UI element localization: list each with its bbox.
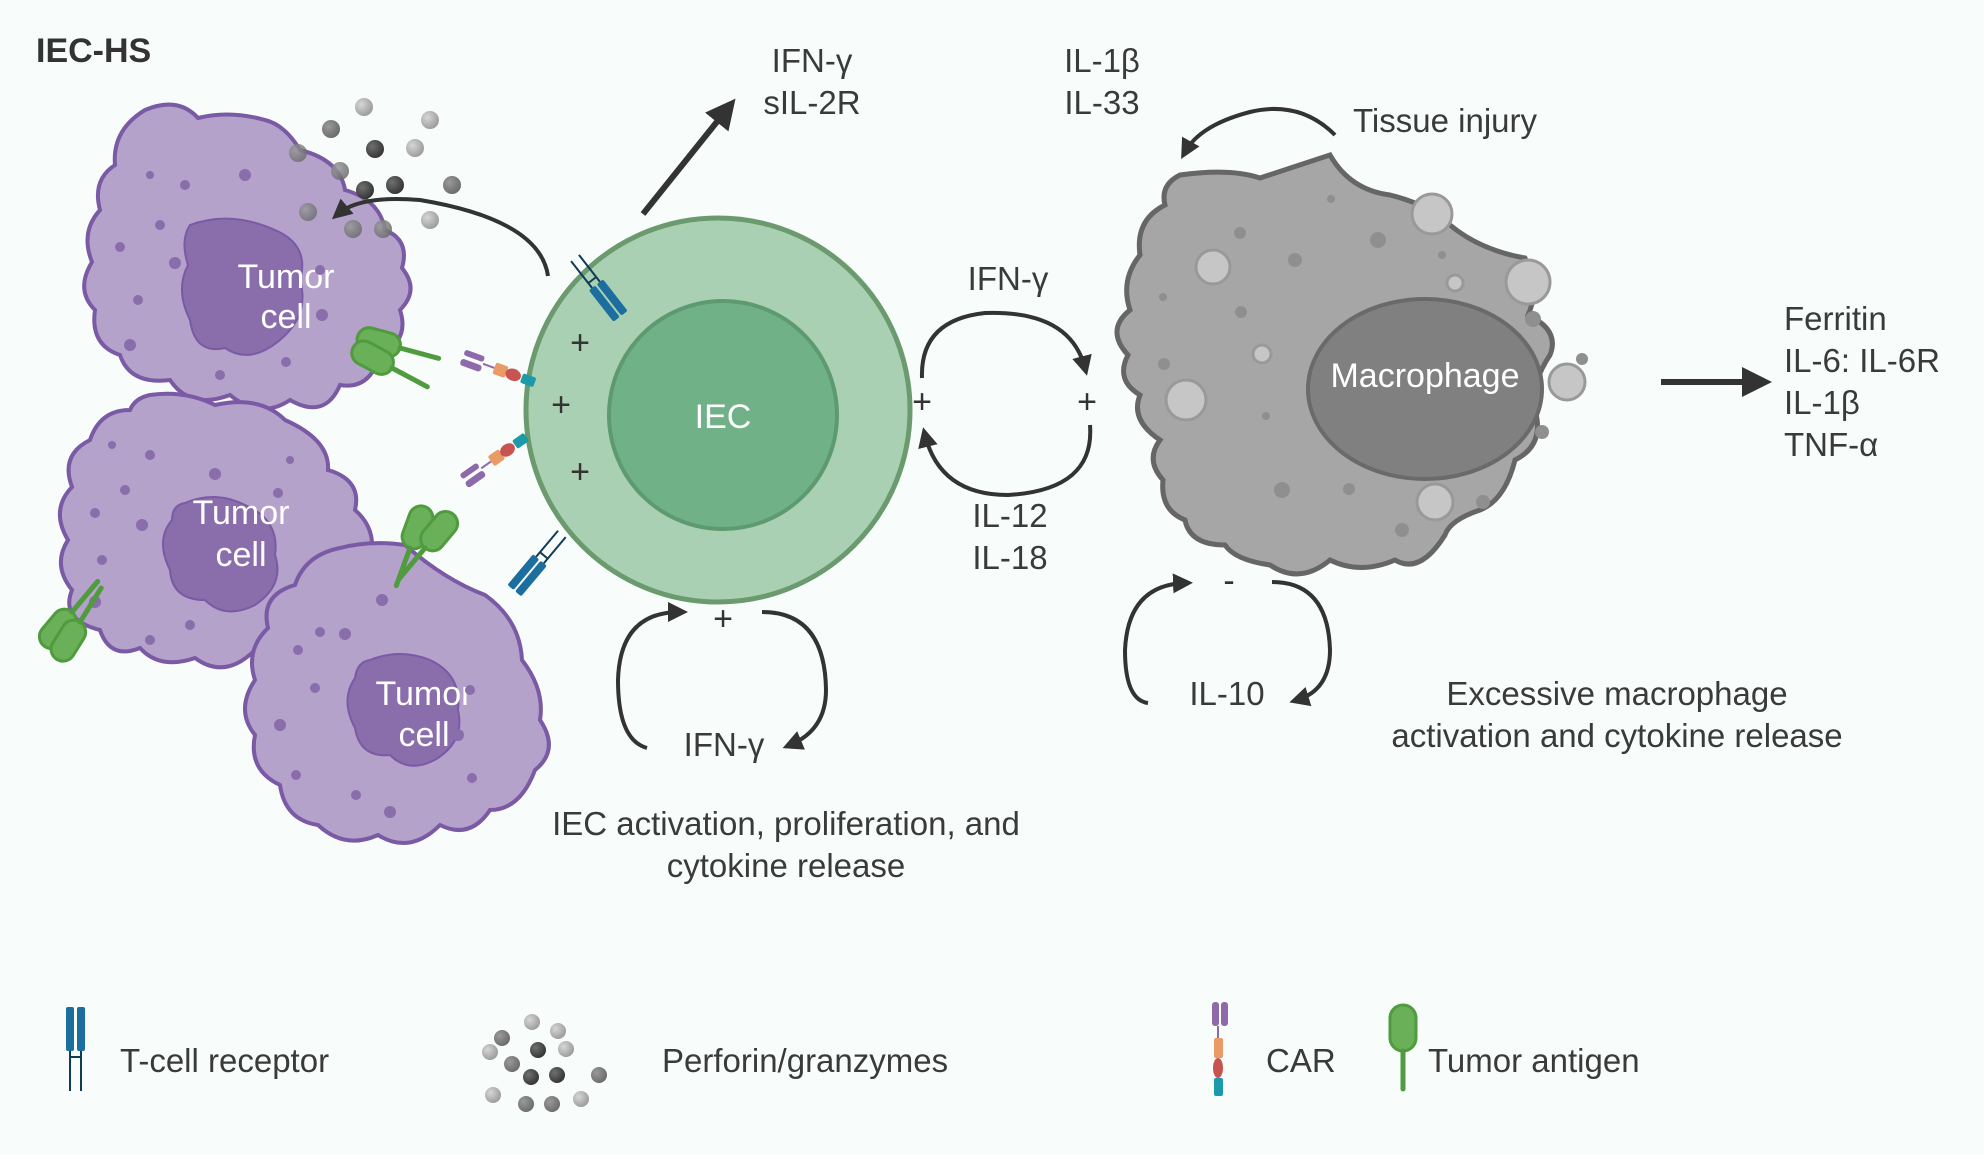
- macrophage-output-1: IL-6: IL-6R: [1784, 342, 1940, 379]
- cytotoxic-arrow: [331, 196, 550, 277]
- top-cytokines-line2: IL-33: [1064, 84, 1139, 121]
- plus-sign: +: [570, 324, 590, 362]
- iec-caption-line1: IEC activation, proliferation, and: [552, 805, 1020, 842]
- legend-item-car: CAR: [1212, 1002, 1336, 1096]
- plus-sign: +: [570, 453, 590, 491]
- iec-caption-line2: cytokine release: [667, 847, 905, 884]
- tumor-cell-2-label-line2: cell: [215, 536, 266, 574]
- plus-sign: +: [1077, 383, 1097, 421]
- iec-label: IEC: [695, 398, 752, 436]
- perforin-granzymes-cluster: [289, 98, 461, 238]
- legend: T-cell receptor Perforin/granzymes: [66, 1002, 1640, 1112]
- loop-top-arrow: [919, 310, 1092, 379]
- tumor-cell-3-label-line2: cell: [398, 716, 449, 754]
- tumor-cell-3-label-line1: Tumor: [376, 675, 473, 713]
- legend-label: T-cell receptor: [120, 1042, 329, 1079]
- iec-release-label-line1: IFN-γ: [772, 42, 853, 79]
- legend-label: CAR: [1266, 1042, 1336, 1079]
- legend-label: Tumor antigen: [1428, 1042, 1640, 1079]
- tumor-antigen-icon: [1388, 1003, 1418, 1092]
- il10-arrow-right: [1271, 580, 1333, 707]
- car-icon: [457, 429, 533, 490]
- loop-bottom-label-line1: IL-12: [972, 497, 1047, 534]
- il10-label: IL-10: [1189, 675, 1264, 712]
- plus-sign: +: [713, 600, 733, 638]
- tumor-cell-2-label-line1: Tumor: [193, 494, 290, 532]
- tissue-injury-label: Tissue injury: [1353, 102, 1537, 139]
- macrophage-output-3: TNF-α: [1784, 426, 1878, 463]
- tumor-cell-1-label-line2: cell: [260, 298, 311, 336]
- tissue-injury-arrow: [1181, 107, 1337, 159]
- autocrine-label: IFN-γ: [684, 726, 765, 763]
- legend-item-tcr: T-cell receptor: [66, 1007, 329, 1091]
- legend-item-perforin: Perforin/granzymes: [482, 1014, 948, 1112]
- tumor-cell-1: Tumor cell: [82, 102, 413, 411]
- macrophage-output-0: Ferritin: [1784, 300, 1887, 337]
- figure-title: IEC-HS: [36, 32, 151, 70]
- loop-bottom-arrow: [918, 424, 1093, 498]
- tumor-cell-3: Tumor cell: [243, 541, 551, 845]
- car-icon: [1212, 1002, 1228, 1096]
- autocrine-arrow-left: [615, 602, 688, 750]
- t-cell-receptor-icon: [66, 1007, 85, 1091]
- mac-caption-line2: activation and cytokine release: [1391, 717, 1842, 754]
- plus-sign: +: [551, 386, 571, 424]
- legend-label: Perforin/granzymes: [662, 1042, 948, 1079]
- plus-sign: +: [912, 383, 932, 421]
- top-cytokines-line1: IL-1β: [1064, 42, 1140, 79]
- autocrine-arrow-right: [761, 610, 829, 750]
- il10-arrow-left: [1122, 573, 1193, 705]
- macrophage-label: Macrophage: [1330, 357, 1519, 395]
- legend-item-tumor-antigen: Tumor antigen: [1388, 1003, 1640, 1092]
- minus-sign: -: [1223, 562, 1234, 600]
- t-cell-receptor-icon: [506, 527, 570, 598]
- mac-caption-line1: Excessive macrophage: [1446, 675, 1787, 712]
- iec-release-arrow: [640, 98, 736, 216]
- loop-bottom-label-line2: IL-18: [972, 539, 1047, 576]
- tumor-cell-1-label-line1: Tumor: [238, 258, 335, 296]
- macrophage-output-2: IL-1β: [1784, 384, 1860, 421]
- perforin-granzymes-icon: [482, 1014, 607, 1112]
- loop-top-label: IFN-γ: [968, 260, 1049, 297]
- iec-release-label-line2: sIL-2R: [763, 84, 860, 121]
- macrophage-cell: Macrophage: [1114, 151, 1588, 577]
